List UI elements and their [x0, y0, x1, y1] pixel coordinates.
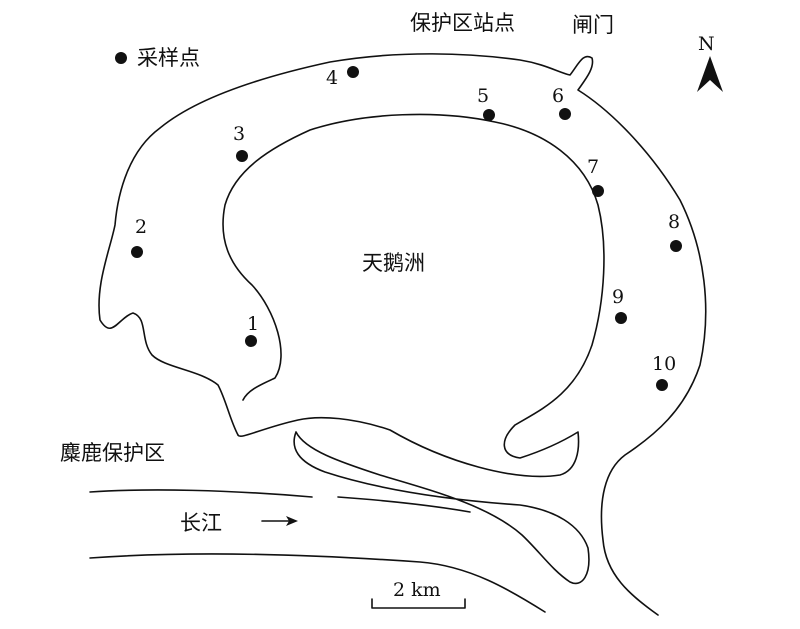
- sampling-point-3: [236, 150, 248, 162]
- river-bar: [293, 431, 590, 585]
- river-label: 长江: [180, 511, 222, 535]
- sampling-point-label-1: 1: [247, 313, 259, 335]
- sampling-point-label-2: 2: [135, 216, 147, 238]
- sampling-point-label-8: 8: [668, 211, 680, 233]
- flow-arrow-head: [286, 516, 298, 526]
- sampling-point-6: [559, 108, 571, 120]
- sampling-point-1: [245, 335, 257, 347]
- reserve-label: 麋鹿保护区: [60, 441, 165, 465]
- river-north-bank-east: [337, 496, 471, 513]
- sampling-point-label-6: 6: [552, 85, 564, 107]
- scale-bar: [371, 598, 466, 609]
- river-north-bank: [89, 489, 313, 498]
- sampling-point-9: [615, 312, 627, 324]
- river-south-bank: [89, 553, 546, 613]
- sampling-point-label-7: 7: [587, 156, 599, 178]
- sampling-point-10: [656, 379, 668, 391]
- island-label: 天鹅洲: [362, 251, 425, 275]
- sampling-point-label-5: 5: [477, 85, 489, 107]
- sampling-point-label-10: 10: [652, 353, 676, 375]
- scale-bar-label: 2 km: [393, 579, 441, 601]
- station-label: 保护区站点: [410, 11, 515, 35]
- north-letter: N: [698, 33, 715, 55]
- sampling-point-5: [483, 109, 495, 121]
- gate-label: 闸门: [572, 13, 614, 37]
- sampling-point-2: [131, 246, 143, 258]
- island-shore: [222, 113, 605, 478]
- sampling-point-label-3: 3: [233, 123, 245, 145]
- sampling-point-label-4: 4: [326, 67, 338, 89]
- sampling-point-7: [592, 185, 604, 197]
- legend-point-symbol: [115, 52, 127, 64]
- oxbow-outer-shore: [98, 53, 707, 616]
- legend-label: 采样点: [137, 46, 200, 70]
- sampling-point-8: [670, 240, 682, 252]
- sampling-point-label-9: 9: [612, 286, 624, 308]
- north-arrow-icon: [697, 56, 723, 92]
- sampling-point-4: [347, 66, 359, 78]
